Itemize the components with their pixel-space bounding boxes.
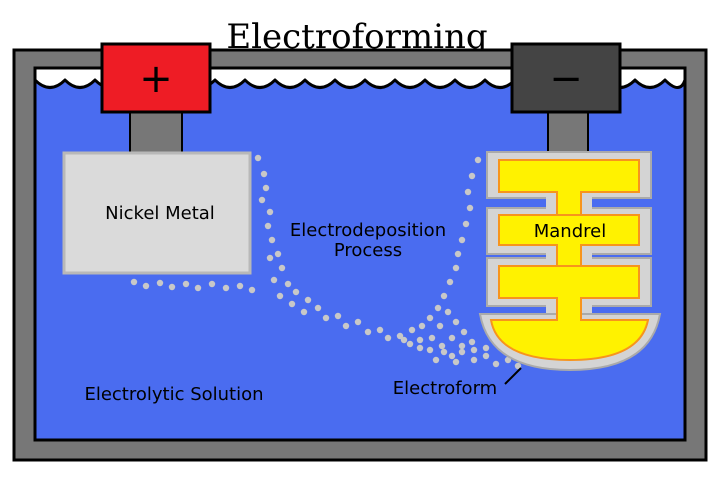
particle: [448, 334, 456, 342]
particle: [406, 340, 414, 348]
anode-rod: [129, 111, 183, 155]
particle: [470, 356, 478, 364]
particle: [452, 318, 460, 326]
particle: [322, 314, 330, 322]
particle: [262, 184, 270, 192]
particle: [482, 352, 490, 360]
particle: [466, 204, 474, 212]
particle: [342, 322, 350, 330]
particle: [460, 328, 468, 336]
particle: [156, 279, 164, 287]
electroform-leader-line: [504, 367, 522, 385]
particle: [444, 308, 452, 316]
process-label-line2: Process: [334, 240, 402, 261]
particle: [448, 352, 456, 360]
particle: [428, 334, 436, 342]
nickel-metal-label: Nickel Metal: [105, 203, 215, 224]
particle: [300, 308, 308, 316]
particle: [254, 154, 262, 162]
particle: [354, 318, 362, 326]
particle: [168, 283, 176, 291]
particle: [278, 264, 286, 272]
particle: [452, 358, 460, 366]
particle: [182, 280, 190, 288]
mandrel: [478, 151, 662, 372]
particle: [446, 278, 454, 286]
particle: [470, 346, 478, 354]
particle: [274, 250, 282, 258]
particle: [492, 360, 500, 368]
particle: [426, 314, 434, 322]
particle: [432, 356, 440, 364]
negative-symbol: −: [549, 56, 583, 102]
particle: [376, 326, 384, 334]
particle: [474, 156, 482, 164]
particle: [416, 336, 424, 344]
particle: [462, 220, 470, 228]
particle: [434, 304, 442, 312]
particle: [264, 222, 272, 230]
particle: [396, 332, 404, 340]
particle: [384, 334, 392, 342]
particle: [314, 304, 322, 312]
particle: [452, 264, 460, 272]
particle: [454, 250, 462, 258]
particle: [458, 342, 466, 350]
particle: [458, 348, 466, 356]
mandrel-label: Mandrel: [534, 221, 606, 242]
particle: [130, 278, 138, 286]
negative-terminal: [510, 42, 622, 114]
particle: [514, 362, 522, 370]
cathode-rod: [547, 111, 589, 155]
particle: [468, 172, 476, 180]
particle: [266, 254, 274, 262]
particle: [288, 300, 296, 308]
particle: [248, 286, 256, 294]
particle: [260, 170, 268, 178]
particle: [236, 282, 244, 290]
particle: [142, 282, 150, 290]
particle: [458, 236, 466, 244]
particle: [258, 196, 266, 204]
particle: [284, 280, 292, 288]
particle: [304, 296, 312, 304]
particle: [364, 328, 372, 336]
particle: [440, 292, 448, 300]
nickel-metal-anode: [62, 151, 252, 275]
particle: [464, 188, 472, 196]
particle: [292, 288, 300, 296]
particle: [438, 342, 446, 350]
electrolytic-solution-label: Electrolytic Solution: [84, 384, 263, 405]
particle: [222, 284, 230, 292]
particle: [208, 280, 216, 288]
process-label-line1: Electrodeposition: [290, 220, 446, 241]
particle: [482, 344, 490, 352]
particle: [194, 284, 202, 292]
electroform-label: Electroform: [393, 378, 497, 399]
particle: [416, 344, 424, 352]
particle: [440, 348, 448, 356]
particle: [468, 338, 476, 346]
particle: [400, 336, 408, 344]
particle: [268, 236, 276, 244]
positive-symbol: +: [139, 56, 173, 102]
positive-terminal: [100, 42, 212, 114]
particle: [408, 326, 416, 334]
particle: [418, 322, 426, 330]
particle: [334, 312, 342, 320]
particle: [276, 292, 284, 300]
nickel-ion-particles: [130, 154, 522, 370]
particle: [266, 208, 274, 216]
particle: [270, 276, 278, 284]
particle: [436, 322, 444, 330]
particle: [426, 346, 434, 354]
